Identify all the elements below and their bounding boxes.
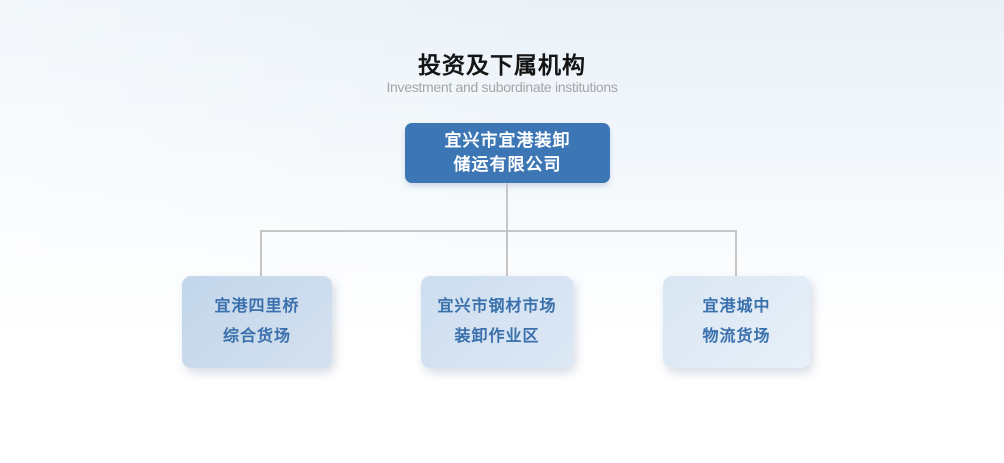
org-child-3-name-line2: 物流货场 bbox=[702, 328, 771, 345]
org-child-3-name-line1: 宜港城中 bbox=[702, 298, 771, 315]
connector-drop-left bbox=[260, 230, 262, 276]
org-root-name-line2: 储运有限公司 bbox=[453, 155, 562, 174]
connector-horizontal-bar bbox=[261, 230, 737, 232]
org-child-node-1: 宜港四里桥 综合货场 bbox=[182, 276, 332, 368]
connector-drop-center bbox=[506, 230, 508, 276]
org-root-node: 宜兴市宜港装卸 储运有限公司 bbox=[405, 123, 610, 183]
connector-drop-right bbox=[735, 230, 737, 276]
org-child-1-name-line1: 宜港四里桥 bbox=[214, 298, 300, 315]
org-root-name-line1: 宜兴市宜港装卸 bbox=[444, 131, 571, 150]
org-child-2-name-line2: 装卸作业区 bbox=[454, 328, 540, 345]
page-title: 投资及下属机构 bbox=[418, 52, 586, 78]
org-child-2-name-line1: 宜兴市钢材市场 bbox=[437, 298, 557, 315]
page-subtitle: Investment and subordinate institutions bbox=[386, 79, 618, 95]
org-child-1-name-line2: 综合货场 bbox=[222, 328, 291, 345]
org-child-node-3: 宜港城中 物流货场 bbox=[663, 276, 810, 368]
connector-root-vertical bbox=[506, 183, 508, 231]
org-child-node-2: 宜兴市钢材市场 装卸作业区 bbox=[421, 276, 573, 368]
